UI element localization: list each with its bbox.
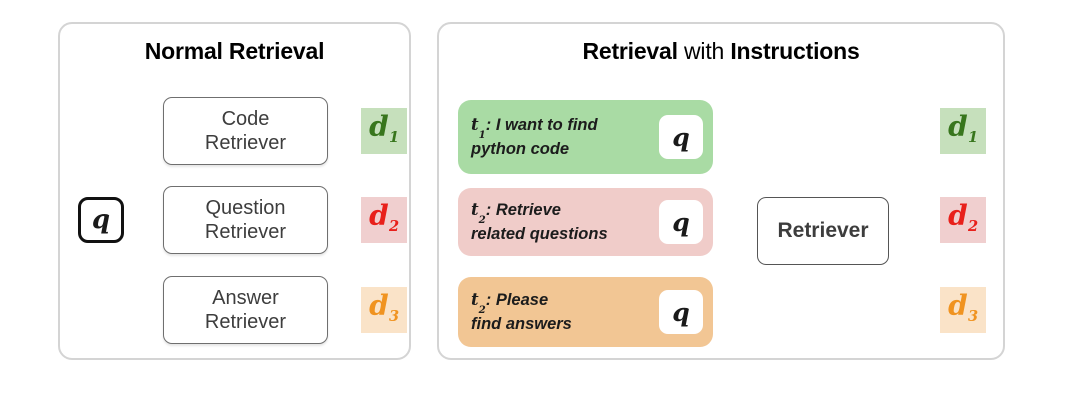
retriever-box-code[interactable]: Code Retriever [163, 97, 328, 165]
query-chip-code: q [659, 115, 703, 159]
document-badge-d1-left: d1 [361, 108, 407, 154]
document-badge-d1-right: d1 [940, 108, 986, 154]
instruction-t-letter: t [471, 200, 479, 220]
query-chip-answer: q [659, 290, 703, 334]
document-badge-d3-right: d3 [940, 287, 986, 333]
instruction-line1: Retrieve [495, 201, 561, 220]
instruction-text-question: t2: Retrieve related questions [471, 199, 659, 245]
doc-subscript: 2 [389, 218, 400, 236]
instruction-line2: related questions [471, 224, 608, 243]
retriever-box-answer-line2: Retriever [204, 311, 287, 333]
instruction-separator: : [485, 116, 492, 135]
doc-letter: d [948, 110, 968, 143]
doc-letter: d [948, 199, 968, 232]
doc-subscript: 1 [968, 129, 979, 147]
query-chip-main: q [78, 197, 124, 243]
instruction-t-subscript: 1 [478, 129, 486, 142]
panel-instructions-title-part2: with [684, 38, 725, 64]
document-badge-d3-left: d3 [361, 287, 407, 333]
retriever-box-question-line1: Question [205, 196, 286, 219]
doc-letter: d [948, 289, 968, 322]
instruction-line1: Please [495, 291, 549, 310]
query-chip-question: q [659, 200, 703, 244]
doc-letter: d [369, 199, 389, 232]
doc-subscript: 3 [968, 308, 979, 326]
instruction-t-letter: t [471, 290, 479, 310]
retriever-box-question[interactable]: Question Retriever [163, 186, 328, 254]
retriever-box-answer[interactable]: Answer Retriever [163, 276, 328, 344]
panel-instructions-title-part1: Retrieval [582, 38, 678, 64]
doc-letter: d [369, 110, 389, 143]
retriever-box-question-line2: Retriever [204, 221, 287, 243]
instruction-line1: I want to find [495, 116, 598, 135]
instruction-line2: find answers [471, 314, 572, 333]
instruction-row-answer[interactable]: t2: Please find answers q [458, 277, 713, 347]
doc-letter: d [369, 289, 389, 322]
document-badge-d2-left: d2 [361, 197, 407, 243]
instruction-separator: : [485, 291, 492, 310]
doc-subscript: 3 [389, 308, 400, 326]
retriever-box-code-line1: Code [221, 107, 270, 130]
instruction-t-subscript: 2 [478, 214, 486, 227]
doc-subscript: 1 [389, 129, 400, 147]
instruction-line2: python code [471, 139, 570, 158]
instruction-t-letter: t [471, 115, 479, 135]
retriever-box-code-line2: Retriever [204, 132, 287, 154]
retriever-box-answer-line1: Answer [212, 286, 279, 309]
instruction-t-subscript: 2 [478, 304, 486, 317]
instruction-row-question[interactable]: t2: Retrieve related questions q [458, 188, 713, 256]
document-badge-d2-right: d2 [940, 197, 986, 243]
instruction-text-answer: t2: Please find answers [471, 289, 659, 335]
instruction-row-code[interactable]: t1: I want to find python code q [458, 100, 713, 174]
instruction-text-code: t1: I want to find python code [471, 114, 659, 160]
doc-subscript: 2 [968, 218, 979, 236]
panel-instructions-title-part3: Instructions [730, 38, 860, 64]
retriever-box-central[interactable]: Retriever [757, 197, 889, 265]
panel-instructions-title: Retrieval with Instructions [437, 38, 1005, 65]
panel-normal-title: Normal Retrieval [144, 38, 325, 64]
instruction-separator: : [485, 201, 492, 220]
